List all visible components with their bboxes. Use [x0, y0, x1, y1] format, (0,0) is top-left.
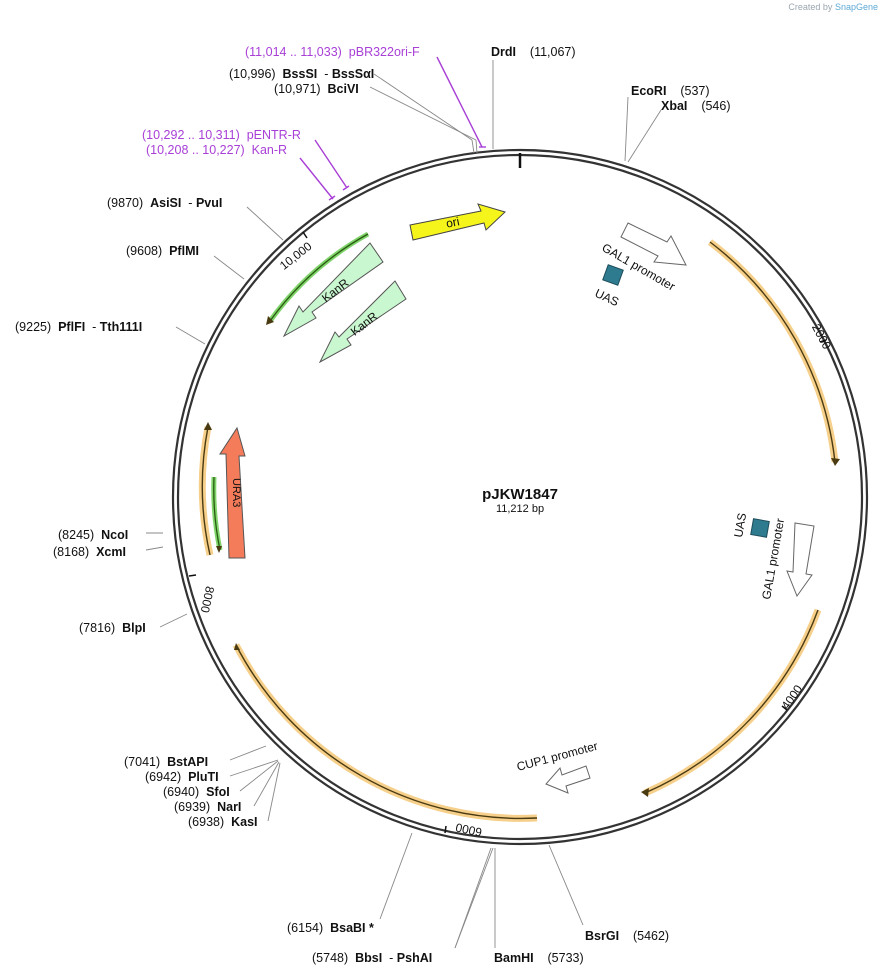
site-bamhi: BamHI (5733)	[494, 951, 584, 965]
kanr-arrow-2	[318, 280, 407, 364]
site-bsrgi: BsrGI (5462)	[585, 929, 670, 943]
site-sfoi: (6940) SfoI	[163, 785, 230, 799]
gal1-promoter-arrow-right	[786, 522, 815, 598]
cds-arrowheads	[204, 316, 840, 797]
site-ecori: EcoRI (537)	[631, 84, 710, 98]
site-bstapi: (7041) BstAPI	[124, 755, 209, 769]
site-pluti: (6942) PluTI	[145, 770, 219, 784]
kanr-arrow-1	[282, 242, 384, 338]
site-blpi: (7816) BlpI	[79, 621, 146, 635]
backbone-outer-circle	[171, 148, 869, 846]
tick-6000	[444, 825, 447, 834]
primer-markers	[299, 56, 486, 201]
ori-arrow	[409, 203, 506, 241]
site-bsssi: (10,996) BssSI - BssSαI	[229, 67, 375, 81]
tick-4000	[781, 705, 788, 711]
site-pflfi: (9225) PflFI - Tth111I	[15, 320, 143, 334]
tick-label-8000: 8000	[198, 585, 217, 614]
site-ncoi: (8245) NcoI	[58, 528, 129, 542]
cds-arcs	[198, 231, 839, 822]
ura3-arrow	[219, 426, 246, 559]
site-xbai: XbaI (546)	[661, 99, 731, 113]
tick-label-4000: 4000	[779, 682, 806, 712]
tick-2000	[819, 339, 827, 343]
ura3-label: URA3	[230, 478, 242, 507]
plasmid-length: 11,212 bp	[495, 503, 545, 515]
tick-label-2000: 2000	[809, 321, 834, 351]
ori-label: ori	[445, 214, 461, 230]
site-drdi: DrdI (11,067)	[491, 45, 576, 59]
uas-box-right	[750, 518, 770, 538]
snapgene-credit: Created by SnapGene	[788, 2, 878, 12]
primer-pentr-r: (10,292 .. 10,311) pENTR-R	[142, 128, 301, 142]
snapgene-brand: SnapGene	[834, 2, 878, 12]
site-kasi: (6938) KasI	[188, 815, 258, 829]
site-asisi: (9870) AsiSI - PvuI	[107, 196, 223, 210]
site-bbsi: (5748) BbsI - PshAI	[312, 951, 433, 965]
primer-pbr322ori-f: (11,014 .. 11,033) pBR322ori-F	[245, 45, 420, 59]
uas-label-top: UAS	[593, 286, 621, 309]
site-leader-lines	[145, 60, 662, 949]
site-bcivi: (10,971) BciVI	[274, 82, 359, 96]
site-xcmi: (8168) XcmI	[53, 545, 126, 559]
plasmid-name: pJKW1847	[482, 486, 558, 503]
site-pflmi: (9608) PflMI	[126, 244, 199, 258]
uas-label-right: UAS	[731, 512, 749, 539]
cup1-promoter-arrow	[545, 765, 591, 794]
site-bsabi: (6154) BsaBI *	[287, 921, 374, 935]
tick-8000	[188, 574, 197, 577]
tick-10000	[302, 231, 308, 239]
uas-box-top	[602, 264, 624, 286]
tick-label-6000: 6000	[454, 820, 483, 839]
site-nari: (6939) NarI	[174, 800, 242, 814]
gal1-promoter-arrow-top	[620, 222, 687, 266]
primer-kan-r: (10,208 .. 10,227) Kan-R	[146, 143, 288, 157]
